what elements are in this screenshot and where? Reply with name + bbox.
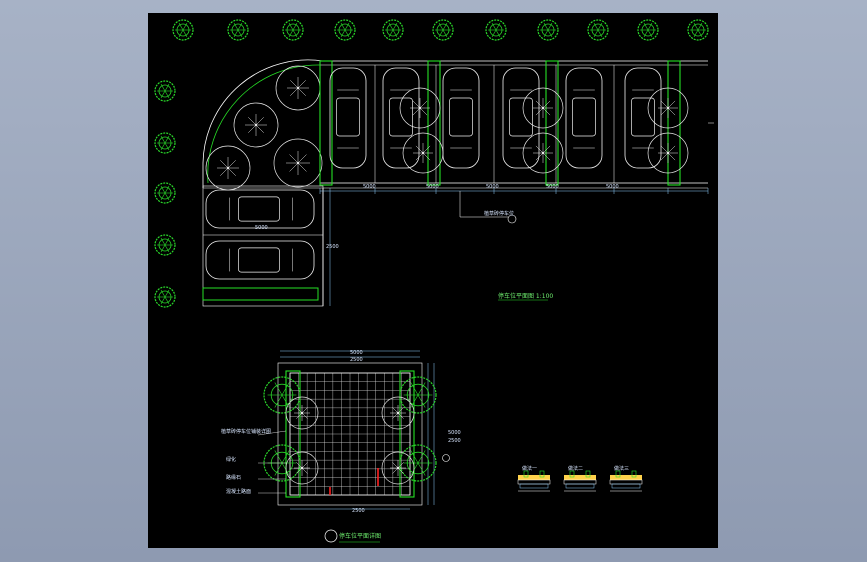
planting-strip [285,370,301,498]
tree-symbol [399,444,437,482]
note-label: 混凝土路面 [226,489,252,495]
tree-symbol [273,138,323,188]
paver-border [289,372,411,496]
dim-label: 2500 [352,508,365,514]
car-symbol [205,240,315,280]
tree-symbol [233,102,279,148]
cad-drawing [154,19,714,543]
planting-strip [427,60,441,186]
dim-label: 5000 [448,430,461,436]
tree-symbol [687,19,709,41]
dim-label: 5000 [350,350,363,356]
car-symbol [442,67,480,169]
bottom-plan-caption: 停车位平面详图 [339,533,382,540]
caption-circle [324,529,338,543]
tree-symbol [522,132,564,174]
tree-symbol [154,234,176,256]
dim-label: 2500 [326,244,339,250]
tree-symbol [263,376,301,414]
tree-symbol [154,286,176,308]
tree-symbol [381,451,415,485]
leader-line [257,430,287,436]
dim-label: 2500 [448,438,461,444]
top-plan-caption: 停车位平面图 1:100 [498,293,554,300]
tree-symbol [381,396,415,430]
tree-symbol [154,132,176,154]
planting-strip [399,370,415,498]
note-label: 植草砖停车位铺装详图 [221,429,272,435]
note-label: 绿化 [226,457,237,463]
dim-label: 5000 [546,184,559,190]
tree-symbol [227,19,249,41]
parking-boundary [202,59,708,188]
car-symbol [382,67,420,169]
detail-label: 做法一 [522,466,538,472]
tree-symbol [285,451,319,485]
planting-strip [545,60,559,186]
dim-label: 5000 [255,225,268,231]
dim-label: 5000 [426,184,439,190]
curb-curve [207,64,321,184]
planting-strip [667,60,681,186]
tree-symbol [382,19,404,41]
callout-label: 植草砖停车位 [484,211,515,217]
tree-symbol [205,145,251,191]
section-detail [563,470,597,492]
car-symbol [329,67,367,169]
tree-symbol [399,87,441,129]
note-label: 路缘石 [226,475,242,481]
tree-symbol [637,19,659,41]
tree-symbol [154,80,176,102]
callout-circle [442,454,450,462]
tree-symbol [275,65,321,111]
tree-symbol [587,19,609,41]
section-detail [609,470,643,492]
tree-symbol [432,19,454,41]
car-symbol [205,189,315,229]
tree-symbol [172,19,194,41]
tree-symbol [485,19,507,41]
detail-label: 做法二 [568,466,584,472]
dim-label: 5000 [486,184,499,190]
tree-symbol [522,87,564,129]
planting-strip [202,287,319,301]
tree-symbol [647,87,689,129]
section-detail [517,470,551,492]
tree-symbol [282,19,304,41]
dim-label: 5000 [606,184,619,190]
planting-strip [319,60,333,186]
dim-label: 5000 [363,184,376,190]
detail-label: 做法三 [614,466,630,472]
car-symbol [565,67,603,169]
tree-symbol [399,376,437,414]
dim-label: 2500 [350,357,363,363]
tree-symbol [402,132,444,174]
tree-symbol [537,19,559,41]
detail-frame [277,362,423,506]
car-symbol [502,67,540,169]
tree-symbol [154,182,176,204]
car-symbol [624,67,662,169]
tree-symbol [647,132,689,174]
tree-symbol [285,396,319,430]
drawing-canvas[interactable]: 5000 5000 5000 5000 5000 5000 2500 植草砖停车… [148,13,718,548]
tree-symbol [334,19,356,41]
callout-circle [507,214,517,224]
grass-paver-grid [289,372,411,496]
